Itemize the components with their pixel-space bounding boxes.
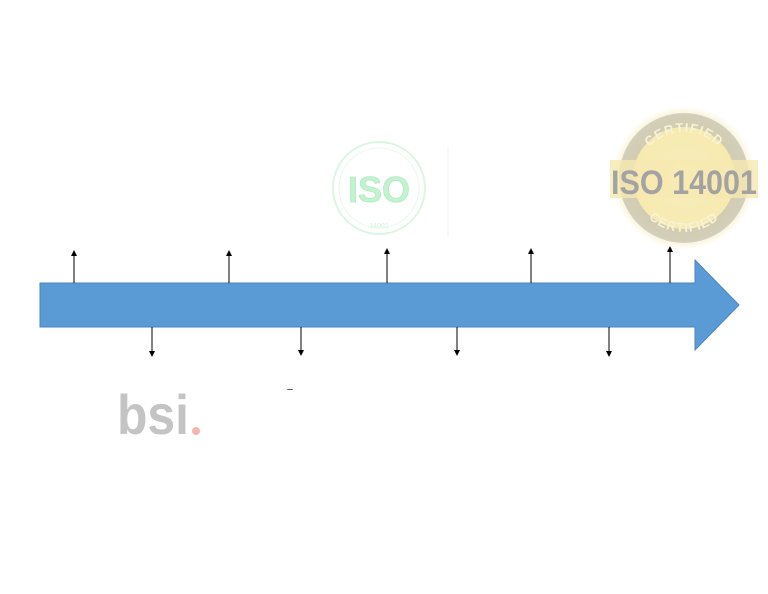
bsi-logo: bsi bbox=[117, 383, 200, 446]
iso-stamp-logo: ISO 14001 bbox=[332, 141, 426, 235]
ticks-above bbox=[71, 246, 673, 283]
ticks-below bbox=[149, 327, 612, 357]
iso14001-seal-logo: CERTIFIED CERTIFIED ISO 14001 bbox=[610, 106, 758, 250]
seal-main-text: ISO 14001 bbox=[611, 164, 757, 202]
timeline-arrow bbox=[39, 258, 740, 352]
stray-mark: – bbox=[287, 384, 293, 395]
bsi-logo-dot bbox=[192, 427, 200, 435]
iso-stamp-text: ISO bbox=[348, 169, 410, 210]
bsi-logo-text: bsi bbox=[117, 383, 189, 446]
iso-stamp-subtext: 14001 bbox=[369, 223, 389, 230]
